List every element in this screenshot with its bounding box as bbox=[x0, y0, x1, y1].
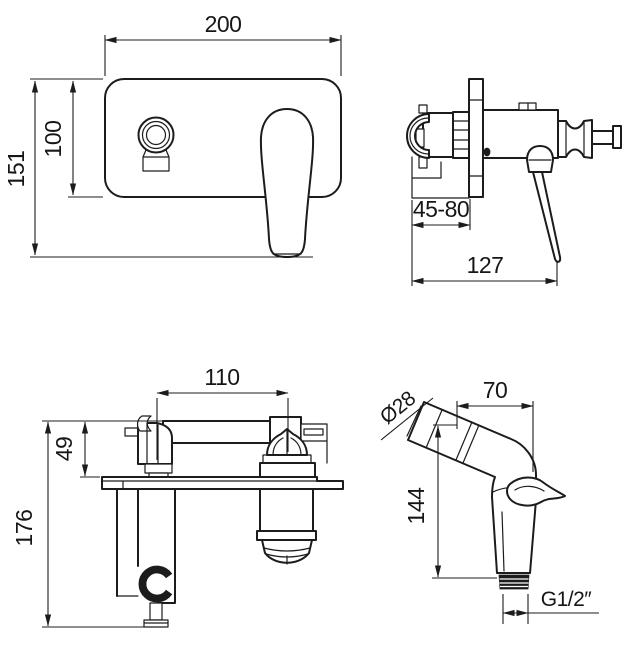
deck-plate bbox=[101, 476, 344, 490]
below-deck-valve bbox=[259, 488, 314, 532]
curved-spout bbox=[406, 113, 430, 159]
sprayer-hook bbox=[138, 565, 173, 603]
dim-wall-depth-range: 45-80 bbox=[413, 196, 469, 222]
deck-view-holder: 110 49 176 bbox=[11, 364, 344, 628]
dim-front-width: 200 bbox=[205, 11, 242, 37]
dim-total-depth: 127 bbox=[467, 252, 504, 278]
lever-side bbox=[532, 171, 562, 263]
mounting-clamp bbox=[116, 488, 176, 604]
sprayer-clip bbox=[506, 476, 566, 507]
side-view-mixer: 45-80 127 bbox=[406, 78, 622, 286]
hand-sprayer-view: 70 Ø28 144 G1/2″ bbox=[376, 377, 599, 624]
dim-body-height: 144 bbox=[403, 487, 429, 525]
dim-thread-size: G1/2″ bbox=[541, 588, 593, 611]
dim-total-height: 176 bbox=[11, 510, 37, 547]
dim-head-length: 70 bbox=[483, 377, 508, 403]
dim-front-height: 151 bbox=[3, 151, 29, 188]
dim-front-spout-drop: 100 bbox=[40, 121, 66, 158]
spout-outlet bbox=[137, 116, 175, 154]
knob bbox=[557, 119, 593, 159]
dim-hose-spacing: 110 bbox=[204, 364, 239, 390]
lever-mount bbox=[526, 145, 554, 173]
wall-plate-side bbox=[468, 78, 484, 198]
mixer-handle bbox=[259, 108, 315, 258]
front-view-mixer: 200 100 151 bbox=[3, 11, 342, 258]
dim-above-deck: 49 bbox=[51, 437, 77, 462]
